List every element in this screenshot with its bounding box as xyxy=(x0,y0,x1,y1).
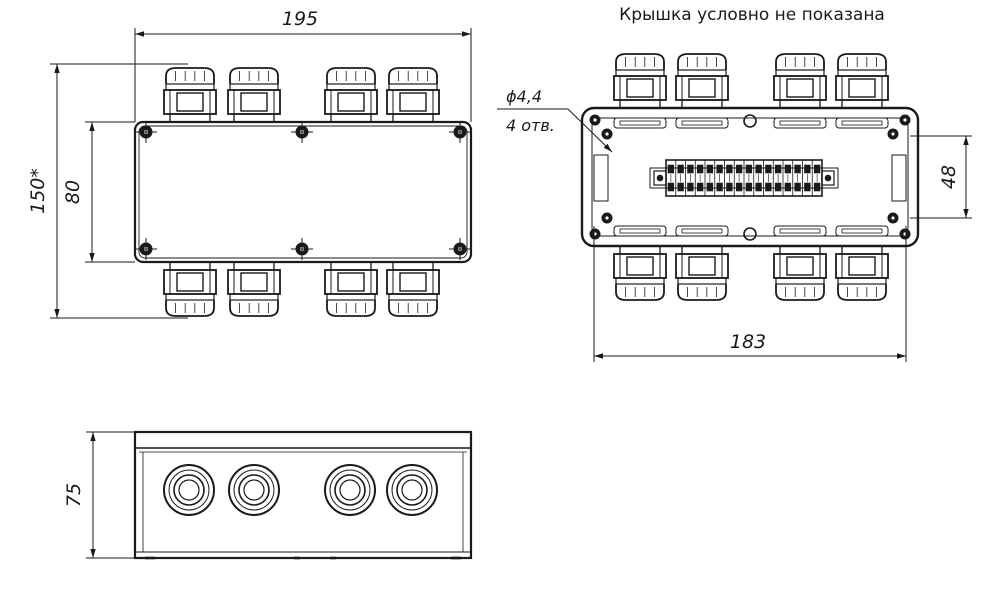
pad-bottom-1 xyxy=(613,225,667,237)
dimension-80 xyxy=(85,121,135,263)
dimension-150 xyxy=(50,63,188,319)
side-gland-3 xyxy=(324,464,376,516)
terminal-15 xyxy=(802,160,811,196)
terminal-7 xyxy=(724,160,733,196)
terminal-9 xyxy=(743,160,753,196)
terminal-14 xyxy=(792,160,801,196)
dimension-195-label: 195 xyxy=(282,8,318,30)
side-view-glands xyxy=(163,464,438,516)
inside-view xyxy=(580,53,920,301)
pad-bottom-2 xyxy=(675,225,729,237)
enclosure-outer xyxy=(580,106,920,248)
top-view-gland-top-4 xyxy=(386,67,440,123)
terminal-6 xyxy=(714,160,723,196)
terminal-12 xyxy=(772,160,782,196)
top-view-gland-bottom-4 xyxy=(386,261,440,317)
center-boss-top xyxy=(743,114,757,128)
side-gland-1 xyxy=(163,464,215,516)
cover-not-shown-note: Крышка условно не показана xyxy=(619,5,885,25)
cover-screw-2 xyxy=(291,121,313,143)
dimension-48-label: 48 xyxy=(938,165,960,189)
terminal-2 xyxy=(675,160,684,196)
side-gland-2 xyxy=(228,464,280,516)
mount-hole-7 xyxy=(601,212,613,224)
top-view-gland-top-3 xyxy=(324,67,378,123)
mount-hole-5 xyxy=(601,128,613,140)
side-view-body xyxy=(133,430,473,560)
dimension-75 xyxy=(86,431,135,559)
terminal-5 xyxy=(704,160,714,196)
mount-hole-3 xyxy=(589,228,601,240)
cover-screw-4 xyxy=(135,238,157,260)
dimension-183-label: 183 xyxy=(730,331,766,353)
center-boss-bottom xyxy=(743,227,757,241)
mount-hole-2 xyxy=(899,114,911,126)
hole-count-label: 4 отв. xyxy=(506,116,555,135)
hole-leader xyxy=(497,108,613,153)
inside-gland-bottom-2 xyxy=(675,245,729,301)
dimension-75-label: 75 xyxy=(63,483,85,507)
mount-hole-4 xyxy=(899,228,911,240)
pad-top-4 xyxy=(835,117,889,129)
top-view-gland-bottom-3 xyxy=(324,261,378,317)
dimension-48 xyxy=(910,135,972,219)
cover-screw-6 xyxy=(449,238,471,260)
terminal-end-right xyxy=(821,170,835,186)
dimension-195 xyxy=(134,28,472,122)
inside-gland-pads xyxy=(613,117,889,237)
terminal-10 xyxy=(753,160,762,196)
mount-hole-6 xyxy=(887,128,899,140)
inside-gland-top-2 xyxy=(675,53,729,109)
top-view-gland-top-2 xyxy=(227,67,281,123)
top-view xyxy=(133,67,473,317)
hole-diameter-label: ϕ4,4 xyxy=(506,87,542,106)
terminal-3 xyxy=(685,160,694,196)
terminal-13 xyxy=(782,160,792,196)
terminal-4 xyxy=(694,160,704,196)
terminal-11 xyxy=(763,160,772,196)
cover-screw-3 xyxy=(449,121,471,143)
mount-hole-1 xyxy=(589,114,601,126)
inside-gland-bottom-4 xyxy=(835,245,889,301)
inside-view-glands xyxy=(613,53,889,301)
top-view-screws xyxy=(135,121,471,260)
side-gland-4 xyxy=(386,464,438,516)
inside-screws xyxy=(589,114,911,240)
inside-gland-top-3 xyxy=(773,53,827,109)
enclosure-inner xyxy=(591,117,909,237)
pad-top-3 xyxy=(773,117,827,129)
terminal-1 xyxy=(665,160,675,196)
pad-top-1 xyxy=(613,117,667,129)
cover-screw-1 xyxy=(135,121,157,143)
side-rib-right xyxy=(891,154,907,202)
cover-screw-5 xyxy=(291,238,313,260)
top-view-gland-bottom-1 xyxy=(163,261,217,317)
terminal-8 xyxy=(733,160,743,196)
top-view-gland-top-1 xyxy=(163,67,217,123)
inside-gland-top-4 xyxy=(835,53,889,109)
mount-hole-8 xyxy=(887,212,899,224)
inside-gland-top-1 xyxy=(613,53,667,109)
terminal-16 xyxy=(811,160,821,196)
side-view xyxy=(133,430,473,560)
dimension-183 xyxy=(593,226,907,362)
top-view-glands xyxy=(163,67,440,317)
top-view-gland-bottom-2 xyxy=(227,261,281,317)
top-view-cover-inner xyxy=(138,125,468,259)
terminal-block xyxy=(653,159,835,197)
inside-gland-bottom-1 xyxy=(613,245,667,301)
side-rib-left xyxy=(593,154,609,202)
inside-gland-bottom-3 xyxy=(773,245,827,301)
pad-bottom-4 xyxy=(835,225,889,237)
pad-top-2 xyxy=(675,117,729,129)
dimension-80-label: 80 xyxy=(62,180,84,204)
pad-bottom-3 xyxy=(773,225,827,237)
dimension-150-label: 150* xyxy=(27,168,49,214)
top-view-cover xyxy=(133,120,473,264)
